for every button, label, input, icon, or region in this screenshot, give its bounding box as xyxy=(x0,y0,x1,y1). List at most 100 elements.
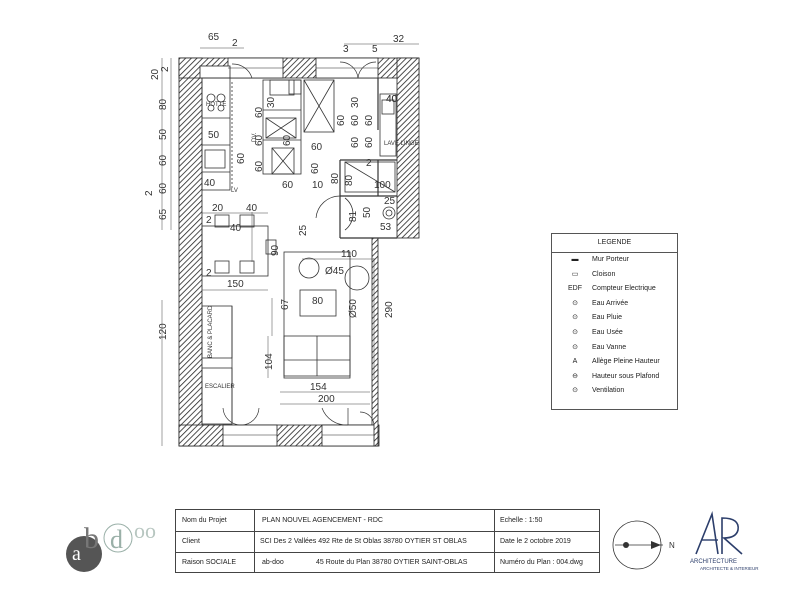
svg-text:20: 20 xyxy=(212,203,224,214)
svg-text:60: 60 xyxy=(336,114,347,126)
svg-text:80: 80 xyxy=(312,296,324,307)
svg-text:60: 60 xyxy=(310,162,321,174)
svg-text:60: 60 xyxy=(254,160,265,172)
plan-date: Date le 2 octobre 2019 xyxy=(500,538,571,545)
full-height-sill-icon: A xyxy=(572,358,578,366)
dim-top-65: 65 xyxy=(208,32,220,43)
svg-text:a: a xyxy=(72,543,81,565)
svg-text:110: 110 xyxy=(341,249,357,260)
company-value: ab-doo xyxy=(262,559,284,566)
svg-text:40: 40 xyxy=(246,203,258,214)
legend-item: ⊙Eau Usée xyxy=(552,326,677,341)
sewage-icon: ⊙ xyxy=(572,343,578,351)
svg-text:Ø45: Ø45 xyxy=(325,266,344,277)
svg-text:290: 290 xyxy=(384,301,395,318)
dim-left-80: 80 xyxy=(158,98,169,110)
svg-text:60: 60 xyxy=(254,134,265,146)
plan-number: Numéro du Plan : 004.dwg xyxy=(500,559,583,566)
dimension-texts: 65 2 3 5 32 20 2 80 50 60 60 2 65 120 30… xyxy=(144,32,419,405)
dining-table xyxy=(201,214,277,277)
svg-text:40: 40 xyxy=(386,94,398,105)
client-value: SCI Des 2 Vallées 492 Rte de St Oblas 38… xyxy=(260,538,467,545)
svg-text:60: 60 xyxy=(350,114,361,126)
architect-line1: ARCHITECTURE xyxy=(690,559,737,565)
legend-item: ⊙Eau Pluie xyxy=(552,311,677,326)
svg-text:30: 30 xyxy=(350,96,361,108)
dim-top-32: 32 xyxy=(393,34,405,45)
svg-text:40: 40 xyxy=(230,223,242,234)
svg-text:67: 67 xyxy=(280,298,291,310)
architect-logo: ARCHITECTURE ARCHITECTE & INTERIEUR xyxy=(690,510,759,571)
svg-text:40: 40 xyxy=(204,178,216,189)
svg-text:d: d xyxy=(110,525,123,554)
client-label: Client xyxy=(182,538,200,545)
svg-text:60: 60 xyxy=(282,180,294,191)
legend-item: ⊙Ventilation xyxy=(552,384,677,399)
svg-text:2: 2 xyxy=(366,158,372,169)
svg-text:2: 2 xyxy=(206,268,212,279)
kitchen-island xyxy=(262,79,335,175)
svg-text:40: 40 xyxy=(386,94,398,105)
svg-text:100: 100 xyxy=(374,180,391,191)
dim-left-120: 120 xyxy=(158,323,169,340)
legend-item: ⊖Hauteur sous Plafond xyxy=(552,370,677,385)
water-inlet-icon: ⊙ xyxy=(572,299,578,307)
partition-icon: ▭ xyxy=(571,270,579,278)
svg-text:60: 60 xyxy=(364,114,375,126)
scale: Echelle : 1:50 xyxy=(500,517,543,524)
dim-left-50: 50 xyxy=(158,128,169,140)
window-lines xyxy=(223,67,378,436)
label-banc-placard: BANC & PLACARD xyxy=(208,305,214,358)
north-label: N xyxy=(669,541,675,550)
rain-water-icon: ⊙ xyxy=(572,314,578,322)
label-hotte: HOTTE xyxy=(206,102,226,108)
north-compass: N xyxy=(612,520,675,570)
label-lv: LV xyxy=(231,188,238,194)
legend-item: ▬Mur Porteur xyxy=(552,253,677,268)
dim-top-3: 3 xyxy=(343,44,349,55)
svg-text:25: 25 xyxy=(298,224,309,236)
project-name-label: Nom du Projet xyxy=(182,517,227,524)
svg-text:60: 60 xyxy=(311,142,323,153)
svg-text:200: 200 xyxy=(318,394,335,405)
legend-title: LEGENDE xyxy=(552,234,677,253)
load-bearing-wall-icon: ▬ xyxy=(571,256,579,263)
dim-left-60b: 60 xyxy=(158,182,169,194)
svg-text:90: 90 xyxy=(270,244,281,256)
label-lave-linge: LAVE LINGE xyxy=(384,141,419,147)
svg-text:60: 60 xyxy=(282,134,293,146)
dim-left-65: 65 xyxy=(158,208,169,220)
svg-text:60: 60 xyxy=(236,152,247,164)
kitchen-units xyxy=(201,77,233,191)
dim-left-2a: 2 xyxy=(160,66,171,72)
dim-left-20: 20 xyxy=(150,68,161,80)
label-escalier: ESCALIER xyxy=(205,384,235,390)
ventilation-icon: ⊙ xyxy=(572,387,578,395)
svg-text:104: 104 xyxy=(264,353,275,370)
dim-top-5: 5 xyxy=(372,44,378,55)
architect-line2: ARCHITECTE & INTERIEUR xyxy=(700,566,759,571)
doors xyxy=(222,61,377,426)
svg-text:154: 154 xyxy=(310,382,327,393)
svg-text:50: 50 xyxy=(208,130,220,141)
company-logo: a b d oo xyxy=(66,518,156,572)
svg-text:60: 60 xyxy=(350,136,361,148)
company-address: 45 Route du Plan 38780 OYTIER SAINT-OBLA… xyxy=(316,559,468,566)
svg-text:10: 10 xyxy=(312,180,324,191)
project-name-value: PLAN NOUVEL AGENCEMENT - RDC xyxy=(262,517,383,524)
dim-top-2: 2 xyxy=(232,38,238,49)
legend-item: ▭Cloison xyxy=(552,268,677,283)
living-furniture xyxy=(283,251,370,379)
electric-meter-icon: EDF xyxy=(568,285,582,293)
legend-item: ⊙Eau Arrivée xyxy=(552,297,677,312)
label-dv: DV. xyxy=(252,132,258,142)
svg-text:25: 25 xyxy=(384,196,396,207)
floor-plan: 65 2 3 5 32 20 2 80 50 60 60 2 65 120 30… xyxy=(144,32,420,447)
svg-text:Ø50: Ø50 xyxy=(348,299,359,318)
svg-text:oo: oo xyxy=(134,518,156,543)
svg-text:150: 150 xyxy=(227,279,244,290)
staircase xyxy=(201,305,233,425)
partitions xyxy=(339,78,397,239)
